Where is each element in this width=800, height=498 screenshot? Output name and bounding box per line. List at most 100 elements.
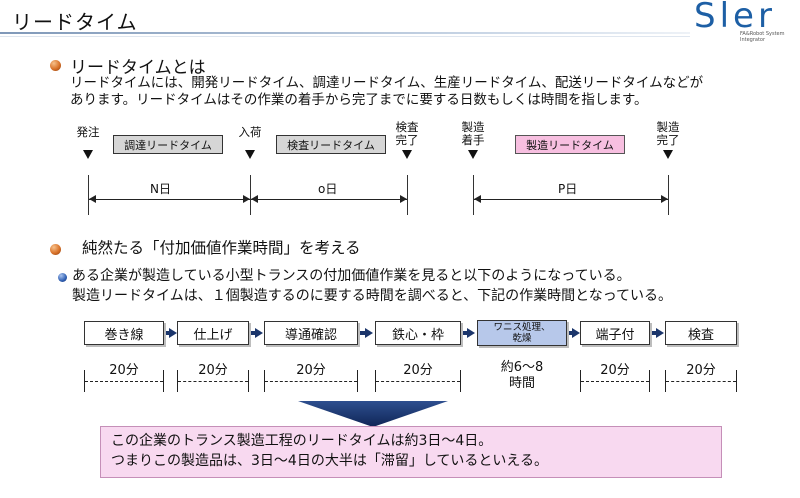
section2-title: 純然たる「付加価値作業時間」を考える (82, 239, 361, 257)
span-tick (250, 175, 251, 215)
span-line (89, 199, 250, 200)
duration-label-line: 約6～8 (500, 360, 544, 375)
marker-label-mfg-done: 製造 完了 (653, 121, 683, 147)
duration-tick (177, 370, 178, 392)
section1-body: リードタイムには、開発リードタイム、調達リードタイム、生産リードタイム、配送リー… (70, 75, 790, 109)
conclusion-line: この企業のトランス製造工程のリードタイムは約3日～4日。 (111, 433, 493, 449)
sub-bullet-icon (58, 273, 67, 282)
duration-label: 20分 (403, 363, 433, 378)
duration-line (376, 381, 460, 382)
duration-label: 20分 (296, 363, 326, 378)
process-step-winding: 巻き線 (84, 321, 164, 345)
arrow-left-icon (251, 195, 258, 203)
span-label-p: P日 (558, 182, 578, 196)
process-step-finishing: 仕上げ (177, 321, 249, 345)
span-tick (668, 175, 669, 215)
section2-body-line: ある企業が製造している小型トランスの付加価値作業を見ると以下のようになっている。 (72, 268, 631, 284)
marker-label-mfg-start: 製造 着手 (458, 121, 488, 147)
flow-arrow-stem (166, 331, 170, 335)
process-step-inspection: 検査 (665, 321, 737, 345)
duration-tick (649, 370, 650, 392)
marker-triangle-icon (245, 150, 255, 159)
duration-label-line: 時間 (508, 376, 535, 391)
flow-arrow-stem (652, 331, 657, 335)
section1-bullet-icon (50, 60, 61, 71)
process-step-varnish-drying: ワニス処理、 乾燥 (477, 320, 567, 346)
marker-label-line: 着手 (461, 133, 485, 147)
arrow-right-icon (661, 195, 668, 203)
duration-tick (665, 370, 666, 392)
section2-body-line: 製造リードタイムは、１個製造するのに要する時間を調べると、下記の作業時間となって… (72, 288, 673, 304)
span-line (474, 199, 668, 200)
process-step-continuity-check: 導通確認 (264, 321, 358, 345)
duration-label: 20分 (600, 363, 630, 378)
title-underline-thin (0, 36, 690, 37)
section1-title: リードタイムとは (70, 58, 206, 78)
inspection-lead-time-box: 検査リードタイム (276, 135, 386, 154)
down-arrow-icon (298, 401, 448, 427)
marker-triangle-icon (402, 150, 412, 159)
flow-arrow-icon (255, 328, 263, 338)
marker-label-inspection-done: 検査 完了 (392, 121, 422, 147)
conclusion-box: この企業のトランス製造工程のリードタイムは約3日～4日。 つまりこの製造品は、3… (100, 426, 722, 478)
conclusion-line: つまりこの製造品は、3日～4日の大半は「滞留」しているといえる。 (111, 453, 548, 469)
flow-arrow-icon (365, 328, 373, 338)
section2-bullet-icon (50, 244, 61, 255)
span-label-o: o日 (318, 182, 338, 196)
marker-label-line: 検査 (395, 120, 419, 134)
flow-arrow-stem (569, 331, 573, 335)
process-step-label-line: 乾燥 (512, 333, 532, 344)
span-line (251, 199, 407, 200)
marker-label-line: 製造 (656, 120, 680, 134)
arrow-right-icon (400, 195, 407, 203)
duration-tick (84, 370, 85, 392)
duration-label: 20分 (198, 363, 228, 378)
duration-tick (736, 370, 737, 392)
duration-tick (580, 370, 581, 392)
section2-body: ある企業が製造している小型トランスの付加価値作業を見ると以下のようになっている。… (72, 266, 792, 306)
duration-line (581, 381, 649, 382)
flow-arrow-stem (360, 331, 366, 335)
arrow-right-icon (243, 195, 250, 203)
span-tick (407, 175, 408, 215)
marker-triangle-icon (663, 150, 673, 159)
marker-label-line: 製造 (461, 120, 485, 134)
marker-label-line: 完了 (656, 133, 680, 147)
arrow-left-icon (474, 195, 481, 203)
slide-title: リードタイム (12, 10, 138, 34)
marker-triangle-icon (83, 150, 93, 159)
section1-body-line: あります。リードタイムはその作業の着手から完了までに要する日数もしくは時間を指し… (70, 92, 648, 108)
duration-line (666, 381, 736, 382)
duration-line (178, 381, 248, 382)
flow-arrow-stem (463, 331, 468, 335)
process-step-label-line: ワニス処理、 (493, 322, 551, 333)
duration-label-varnish: 約6～8 時間 (477, 360, 567, 392)
manufacturing-lead-time-box: 製造リードタイム (515, 135, 625, 154)
sier-logo: Sler FA&Robot System Integrator (694, 0, 794, 43)
duration-tick (460, 370, 461, 392)
span-tick (473, 175, 474, 215)
duration-tick (264, 370, 265, 392)
marker-label-arrival: 入荷 (238, 125, 262, 139)
duration-tick (163, 370, 164, 392)
arrow-left-icon (89, 195, 96, 203)
duration-line (265, 381, 357, 382)
title-underline (0, 32, 690, 34)
flow-arrow-icon (169, 328, 177, 338)
flow-arrow-icon (572, 328, 580, 338)
logo-subtitle: FA&Robot System Integrator (740, 31, 785, 43)
procurement-lead-time-box: 調達リードタイム (113, 135, 223, 154)
flow-arrow-stem (251, 331, 256, 335)
marker-label-order: 発注 (76, 125, 100, 139)
duration-label: 20分 (109, 363, 139, 378)
marker-label-line: 完了 (395, 133, 419, 147)
duration-tick (248, 370, 249, 392)
duration-label: 20分 (686, 363, 716, 378)
flow-arrow-icon (656, 328, 664, 338)
flow-arrow-icon (467, 328, 475, 338)
duration-tick (375, 370, 376, 392)
span-label-n: N日 (150, 182, 171, 196)
section1-body-line: リードタイムには、開発リードタイム、調達リードタイム、生産リードタイム、配送リー… (70, 75, 704, 91)
duration-tick (357, 370, 358, 392)
duration-line (85, 381, 163, 382)
